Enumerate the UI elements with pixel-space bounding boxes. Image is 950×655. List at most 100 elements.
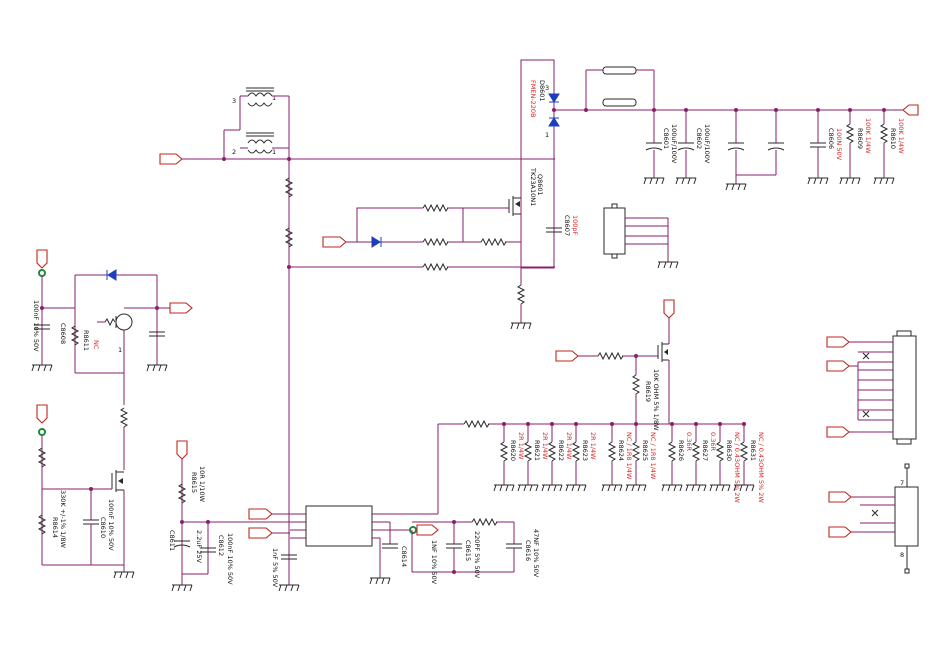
sense-resistor-value: 2R 1/4W [517,432,525,460]
d8601-part: FMEN-220B [529,80,537,118]
c8606-ref: C8606 [827,128,835,149]
transistor-startup: 1 [97,307,157,373]
diode-d8601: 3 1 D8601 FMEN-220B [529,80,560,139]
capacitor-c8602: C8602 100uF/100V [677,110,711,178]
c8601-value: 100uF/100V [670,124,678,164]
capacitor-c8614: C8614 [382,522,408,567]
sense-resistor-ref: R8625 [641,440,649,461]
connector-port-c[interactable] [826,426,858,438]
c8608-value: 100nF 10% 50V [32,300,40,352]
sense-resistor-value: NC / 1R8 1/4W [649,432,657,480]
output-port[interactable] [902,104,919,116]
ground-lower-left [113,571,135,579]
capacitor-c8612: C8612 100nF 10% 50V [200,522,234,585]
c8614-value: 1NF 10% 50V [430,540,438,585]
resistor-bus-2 [284,227,294,248]
sense-resistor-value: 0.36R [709,432,717,451]
t2-pin-label: 2 [232,148,236,156]
sense-resistor-value: 2R 1/4W [589,432,597,460]
resistor-left-lower [37,447,47,468]
c8614-ref: C8614 [400,546,408,567]
resistor-r8615: R8615 10R 1/10W [177,466,206,504]
c8602-value: 100uF/100V [703,124,711,164]
sense-resistor-value: NC / 1R8 1/4W [625,432,633,480]
d8601-pin-a: 3 [545,84,549,92]
c8601-ref: C8601 [662,128,670,149]
c8610-ref: C8610 [99,517,107,538]
d8601-pin-b: 1 [545,131,549,139]
c8612-ref: C8612 [217,535,225,556]
c8616-value: 47NF 10% 50V [532,529,540,578]
r8609-ref: R8609 [856,128,864,149]
r8615-value: 10R 1/10W [198,466,206,502]
controller-ic [290,505,438,547]
input-port[interactable] [159,153,183,165]
t1-pin-label: 3 [232,97,236,105]
sense-resistor-ref: R8621 [533,440,541,461]
capacitor-c8607: C8607 100pF [546,215,579,236]
resistor-r8619: R8619 10K OHM 5% 1/8W [631,356,660,431]
connector-center [603,203,679,269]
c8606-value: 100N 50V [835,128,843,161]
sense-resistor-value: NC / 0.43OHM 5% 2W [733,432,741,503]
r8611-ref: R8611 [82,330,90,351]
resistor-r8611: R8611 NC [70,275,100,373]
resistor-r8609: R8609 100K 1/4W [845,110,872,178]
c8608-ref: C8608 [59,323,67,344]
supply-port-left-3[interactable] [36,404,48,436]
c8611-value: 2.2uF 25V [195,530,203,564]
resistor-bus-1 [284,177,294,198]
resistor-sense-series [463,419,490,429]
capacitor-c8608: C8608 100nF 10% 50V [31,300,67,372]
gate-diode [371,236,382,248]
transformer-t2: 2 1 [223,129,289,159]
connector-port-d[interactable] [828,491,860,503]
connector-port-a[interactable] [826,336,858,348]
resistor-gate-1 [422,203,449,213]
r8619-ref: R8619 [644,381,652,402]
r8619-value: 10K OHM 5% 1/8W [652,369,660,431]
ic-port-2[interactable] [248,527,290,539]
resistor-r8610: R8610 100K 1/4W [879,110,905,178]
sense-resistor-ref: R8623 [581,440,589,461]
gate-port[interactable] [322,236,357,248]
c8615-value: 220PF 5% 50V [473,531,481,579]
aux-port[interactable] [176,440,188,460]
mosfet-sense-switch [657,299,675,424]
ground-symbols-output [643,177,895,191]
transformer-t1: 3 1 [232,87,290,159]
sense-resistor-ref: R8630 [725,440,733,461]
d8601-ref: D8601 [538,80,546,102]
c8607-value: 100pF [571,215,579,236]
r8614-ref: R8614 [51,517,59,538]
ic-pin-port[interactable] [409,524,439,536]
control-port[interactable] [555,350,579,362]
c8610-value: 100nF 10% 50V [107,499,115,551]
connector-port-b[interactable] [826,360,858,372]
supply-port-left-2[interactable] [157,302,193,314]
ground-ic [369,538,391,585]
supply-port-left-1[interactable] [36,249,48,277]
c8607-ref: C8607 [563,215,571,236]
connector-port-e[interactable] [828,526,860,538]
sense-resistor-value: 2R 1/4W [565,432,573,460]
resistor-control [597,351,624,361]
r8615-ref: R8615 [190,472,198,493]
r8609-value: 100K 1/4W [864,118,872,154]
sense-resistor-ref: R8620 [509,440,517,461]
resistor-gate-2 [422,237,449,247]
resistor-startup-drain [119,407,129,470]
q8601-part: TK23A10N1 [529,167,537,206]
capacitor-c8613: 1nF 5% 50V [271,548,300,592]
q8601-ref: Q8601 [536,174,544,196]
connector-pin-top: 7 [900,479,904,487]
t1-pin-one-label: 1 [272,94,276,102]
sense-resistor-value: 0.36R [685,432,693,451]
ic-port-1[interactable] [248,508,290,520]
